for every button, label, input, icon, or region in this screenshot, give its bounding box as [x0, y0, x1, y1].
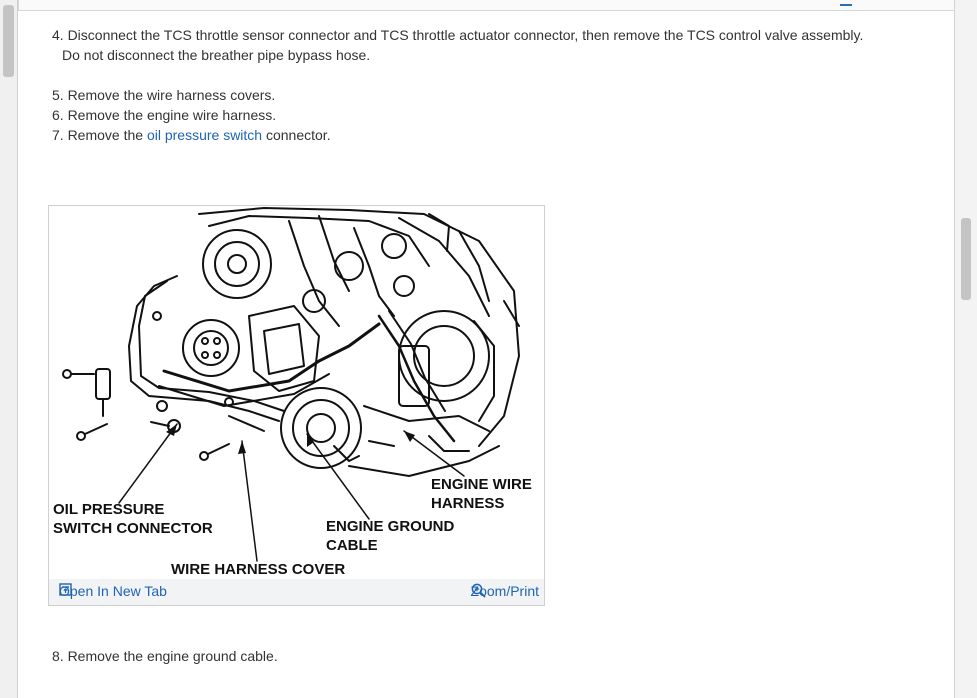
figure-toolbar: Open In New Tab Zoom/Print: [49, 579, 544, 605]
step-4-text: 4. Disconnect the TCS throttle sensor co…: [52, 27, 864, 43]
label-oil-pressure-line1: OIL PRESSURE: [53, 501, 165, 518]
engine-diagram-figure: OIL PRESSURE SWITCH CONNECTOR WIRE HARNE…: [48, 205, 545, 606]
label-oil-pressure-line2: SWITCH CONNECTOR: [53, 520, 213, 537]
top-panel-edge: [18, 0, 957, 11]
label-engine-wire-harness-line2: HARNESS: [431, 495, 505, 512]
step-5-text: 5. Remove the wire harness covers.: [52, 87, 276, 103]
step-7-prefix: 7. Remove the: [52, 127, 147, 143]
label-engine-ground-line2: CABLE: [326, 537, 378, 554]
step-4-note: Do not disconnect the breather pipe bypa…: [62, 47, 371, 63]
left-scroll-strip[interactable]: [0, 0, 18, 698]
step-6-text: 6. Remove the engine wire harness.: [52, 107, 277, 123]
vertical-scrollbar[interactable]: [954, 0, 977, 698]
zoom-print-button[interactable]: Zoom/Print: [471, 583, 539, 599]
engine-illustration: [62, 207, 520, 562]
zoom-in-icon: [471, 583, 485, 598]
scrollbar-thumb[interactable]: [961, 218, 971, 300]
oil-pressure-switch-link[interactable]: oil pressure switch: [146, 127, 263, 143]
zoom-print-label: Zoom/Print: [470, 583, 539, 599]
top-panel-link-mark: [840, 0, 852, 6]
label-engine-ground-line1: ENGINE GROUND: [326, 518, 455, 535]
label-engine-wire-harness-line1: ENGINE WIRE: [431, 476, 532, 493]
open-new-tab-icon: [59, 583, 72, 596]
left-scroll-thumb[interactable]: [3, 5, 14, 77]
open-new-tab-button[interactable]: Open In New Tab: [59, 583, 167, 599]
open-new-tab-label: Open In New Tab: [59, 583, 167, 599]
step-7-text: 7. Remove the oil pressure switch connec…: [52, 125, 331, 145]
step-8-text: 8. Remove the engine ground cable.: [52, 648, 278, 664]
step-7-suffix: connector.: [262, 127, 331, 143]
label-wire-harness-cover: WIRE HARNESS COVER: [171, 561, 346, 578]
